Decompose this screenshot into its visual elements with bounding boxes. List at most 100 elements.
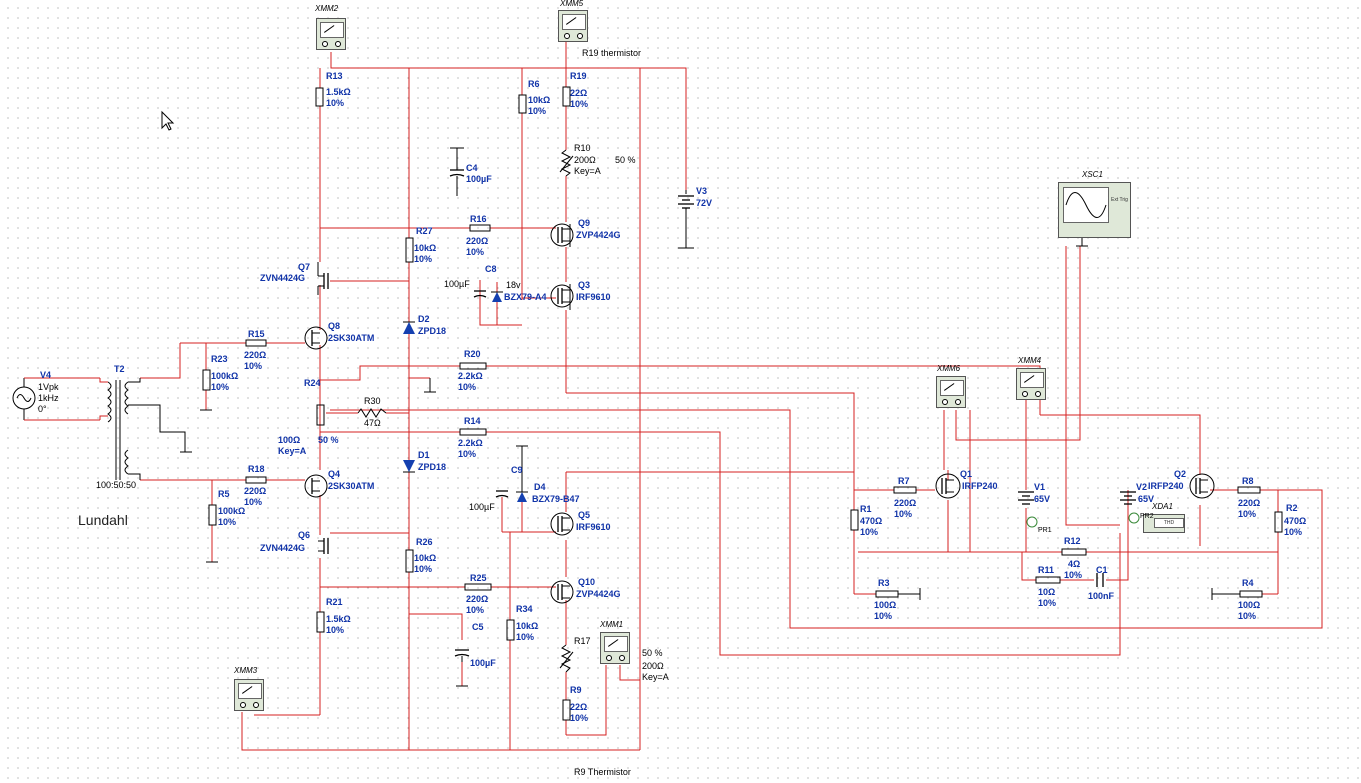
r20-name: R20 — [464, 349, 481, 359]
r1-name: R1 — [860, 504, 872, 514]
t2-symbol — [99, 378, 186, 480]
r30-body — [357, 408, 387, 418]
r17-key: Key=A — [642, 672, 669, 682]
r12-body — [1061, 548, 1087, 556]
pr1-label: PR1 — [1038, 527, 1052, 534]
q8-name: Q8 — [328, 321, 341, 331]
r1-body — [850, 509, 859, 531]
multimeter-xmm5[interactable] — [558, 10, 588, 42]
multimeter-xmm2[interactable] — [316, 18, 346, 50]
multimeter-xmm1[interactable] — [600, 632, 630, 664]
r3-value: 100Ω — [874, 600, 897, 610]
r23-name: R23 — [211, 354, 228, 364]
r4-body — [1239, 590, 1263, 598]
c8-symbol — [473, 290, 487, 298]
r12-tol: 10% — [1064, 570, 1083, 580]
distortion-analyzer-xda1[interactable]: THD — [1143, 514, 1185, 533]
r14-body — [459, 428, 487, 436]
r7-value: 220Ω — [894, 498, 917, 508]
r5-body — [208, 504, 217, 526]
q2-part: IRFP240 — [1148, 481, 1184, 491]
q9-name: Q9 — [578, 218, 591, 228]
r3-body — [875, 590, 899, 598]
q10-part: ZVP4424G — [576, 589, 621, 599]
r2-name: R2 — [1286, 503, 1298, 513]
c9-value: 100µF — [469, 502, 495, 512]
r27-value: 10kΩ — [414, 243, 437, 253]
r34-tol: 10% — [516, 632, 535, 642]
r25-tol: 10% — [466, 605, 485, 615]
q5-symbol — [550, 512, 574, 536]
r26-tol: 10% — [414, 564, 433, 574]
r24-value: 100Ω — [278, 435, 301, 445]
r5-name: R5 — [218, 489, 230, 499]
c1-value: 100nF — [1088, 591, 1115, 601]
r23-tol: 10% — [211, 382, 230, 392]
pr1-probe-icon — [1026, 516, 1038, 528]
r17-value: 200Ω — [642, 661, 664, 671]
q6-part: ZVN4424G — [260, 543, 306, 553]
r6-value: 10kΩ — [528, 95, 551, 105]
q6-symbol — [318, 538, 329, 554]
d4-part: BZX79-B47 — [532, 494, 580, 504]
r20-value: 2.2kΩ — [458, 371, 483, 381]
c5-value: 100µF — [470, 658, 496, 668]
r13-value: 1.5kΩ — [326, 87, 351, 97]
r21-name: R21 — [326, 597, 343, 607]
r11-body — [1035, 576, 1061, 584]
pr2-probe-icon — [1128, 512, 1140, 524]
q2-symbol — [1189, 473, 1215, 499]
c9-symbol — [495, 490, 509, 498]
xmm3-label: XMM3 — [234, 666, 258, 675]
r24-name: R24 — [304, 378, 321, 388]
r13-body — [315, 87, 324, 107]
v1-name: V1 — [1034, 482, 1046, 492]
thd-screen: THD — [1154, 518, 1184, 528]
r14-value: 2.2kΩ — [458, 438, 483, 448]
r25-name: R25 — [470, 573, 487, 583]
r34-body — [506, 619, 515, 641]
wires — [140, 40, 1323, 751]
v4-name: V4 — [40, 370, 52, 380]
r2-tol: 10% — [1284, 527, 1303, 537]
r5-tol: 10% — [218, 517, 237, 527]
multimeter-xmm3[interactable] — [234, 679, 264, 711]
r7-body — [893, 486, 917, 494]
mouse-cursor-icon — [161, 110, 175, 131]
r5-value: 100kΩ — [218, 506, 246, 516]
r16-value: 220Ω — [466, 236, 489, 246]
r14-tol: 10% — [458, 449, 477, 459]
r19-value: 22Ω — [570, 88, 588, 98]
v4-phase: 0° — [38, 404, 47, 414]
r15-body — [245, 339, 267, 347]
q1-symbol — [935, 473, 961, 499]
r15-tol: 10% — [244, 361, 263, 371]
xsc1-label: XSC1 — [1082, 170, 1103, 179]
r27-tol: 10% — [414, 254, 433, 264]
oscilloscope-xsc1[interactable]: Ext Trig — [1058, 182, 1131, 238]
d2-name: D2 — [418, 314, 430, 324]
c4-value: 100µF — [466, 174, 492, 184]
multimeter-xmm4[interactable] — [1016, 368, 1046, 400]
q1-part: IRFP240 — [962, 481, 998, 491]
q7-name: Q7 — [298, 262, 311, 272]
r8-tol: 10% — [1238, 509, 1257, 519]
multimeter-xmm6[interactable] — [936, 376, 966, 408]
r2-value: 470Ω — [1284, 516, 1307, 526]
q9-symbol — [550, 223, 574, 247]
v1-symbol — [1018, 491, 1034, 505]
q6-name: Q6 — [298, 530, 311, 540]
q3-symbol — [550, 284, 574, 310]
r26-name: R26 — [416, 537, 433, 547]
c8-value: 100µF — [444, 279, 470, 289]
r12-value: 4Ω — [1068, 559, 1081, 569]
r10-name: R10 — [574, 143, 591, 153]
r26-value: 10kΩ — [414, 553, 437, 563]
r18-name: R18 — [248, 464, 265, 474]
grounds — [180, 238, 1240, 687]
v2-name: V2 — [1136, 482, 1148, 492]
r24-key: Key=A — [278, 446, 307, 456]
r19-body — [562, 86, 571, 107]
